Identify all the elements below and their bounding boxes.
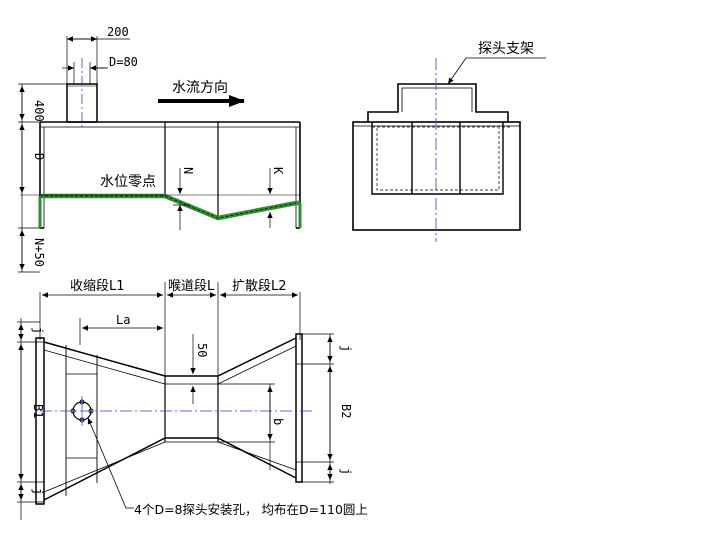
label-dim-b: b: [271, 418, 285, 425]
label-dim-b1: B1: [31, 404, 45, 418]
dimension-n: [173, 168, 190, 230]
inlet-flange: [35, 337, 45, 505]
label-section-contraction: 收缩段L1: [70, 278, 125, 294]
label-probe-bracket: 探头支架: [478, 41, 534, 57]
label-water-level-zero: 水位零点: [100, 174, 156, 190]
label-dim-j-left-bottom: j: [31, 488, 45, 495]
probe-bracket-leader: [447, 57, 546, 85]
probe-hole-leader: [87, 417, 134, 509]
plan-top-dimensions: [39, 282, 301, 378]
label-section-diffuser: 扩散段L2: [232, 279, 287, 294]
label-dim-j-right-bottom: j: [339, 468, 353, 475]
stilling-pipe: [66, 58, 98, 130]
drawing-labels: 200 D=80 400 D N+50 水流方向 水位零点 N K 探头支架 收…: [31, 25, 534, 517]
right-plan-dimensions: [296, 333, 334, 484]
label-dim-d80: D=80: [109, 55, 138, 69]
dimension-d80: [62, 62, 108, 84]
label-dim-n50: N+50: [32, 238, 46, 267]
label-dim-200: 200: [107, 25, 129, 39]
plan-walls: [43, 337, 297, 501]
label-flow-direction: 水流方向: [172, 80, 228, 96]
label-dim-50: 50: [195, 343, 209, 357]
plan-view: [17, 282, 334, 520]
floor-liner: [40, 193, 300, 221]
label-dim-n: N: [181, 167, 195, 174]
left-plan-dimensions: [17, 318, 44, 520]
cross-section-view: [352, 57, 546, 242]
probe-bracket: [367, 83, 509, 122]
label-dim-b2: B2: [339, 404, 353, 418]
label-section-throat: 喉道段L: [168, 279, 215, 294]
flume-body: [39, 121, 301, 229]
label-dim-j-left-top: j: [31, 327, 45, 334]
label-dim-k: K: [271, 167, 285, 175]
label-dim-j-right-top: j: [339, 345, 353, 352]
left-vertical-dimensions: [18, 83, 67, 273]
side-elevation-view: [18, 36, 302, 273]
label-probe-hole-note: 4个D=8探头安装孔， 均布在D=110圆上: [134, 502, 368, 517]
label-dim-400: 400: [32, 100, 46, 122]
label-dim-la: La: [116, 313, 130, 327]
label-dim-d: D: [32, 153, 46, 160]
dimension-200: [66, 36, 130, 84]
outlet-flange: [295, 333, 303, 483]
dimension-b: [218, 383, 275, 470]
